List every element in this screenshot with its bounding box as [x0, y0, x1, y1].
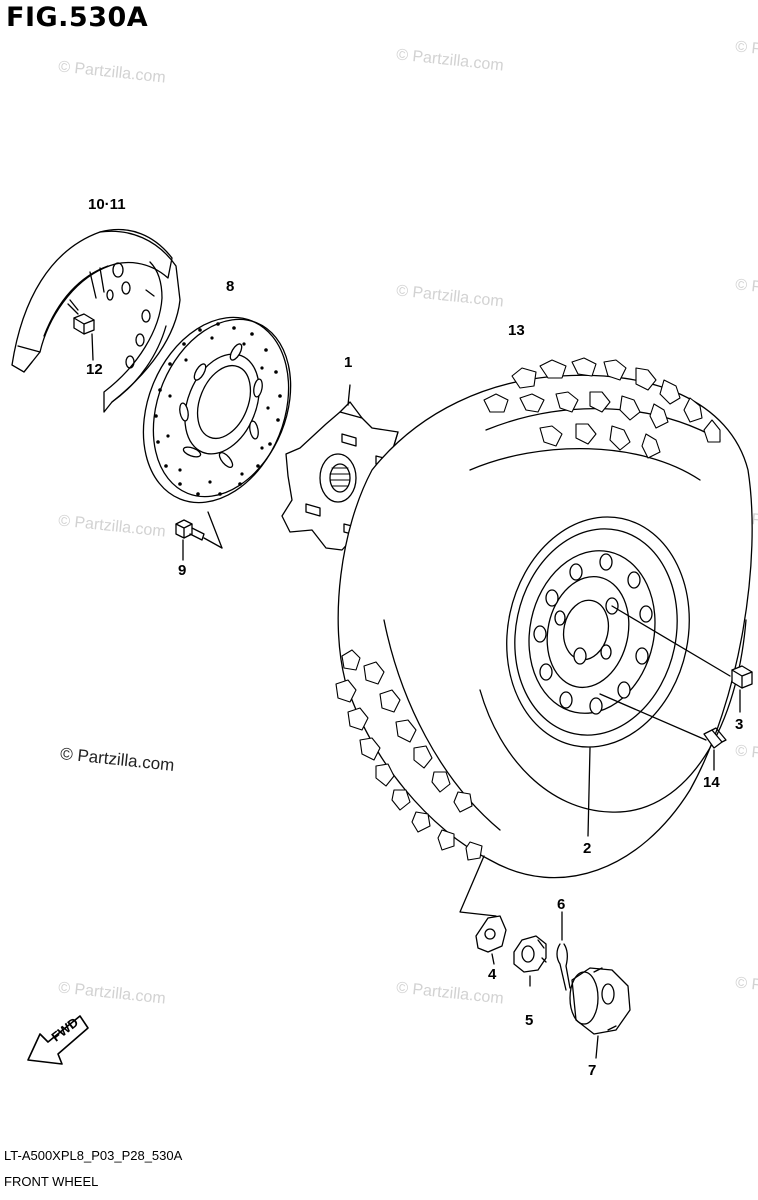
- callout-9: 9: [178, 562, 187, 579]
- callout-6: 6: [557, 896, 566, 913]
- guard-bolt-12: [67, 299, 95, 361]
- figure-caption: FRONT WHEEL: [4, 1174, 99, 1189]
- castle-nut-5: [513, 935, 547, 987]
- disc-bolt-9: [175, 519, 223, 561]
- callout-13: 13: [508, 322, 525, 339]
- valve-14: [703, 727, 727, 771]
- callout-4: 4: [488, 966, 497, 983]
- callout-7: 7: [588, 1062, 597, 1079]
- callout-5: 5: [525, 1012, 534, 1029]
- figure-title: FIG.530A: [6, 2, 149, 33]
- callout-2: 2: [583, 840, 592, 857]
- brake-disc: [142, 316, 292, 549]
- wheel-rim: [506, 516, 690, 837]
- callout-3: 3: [735, 716, 744, 733]
- callout-14: 14: [703, 774, 720, 791]
- fwd-arrow: [27, 1015, 89, 1065]
- wheel-nut-3: [731, 665, 753, 713]
- washer-4: [459, 855, 507, 965]
- leader-valve: [599, 693, 707, 741]
- drawing-code: LT-A500XPL8_P03_P28_530A: [4, 1148, 183, 1163]
- leader-nut: [611, 605, 731, 677]
- hub-cap-7: [569, 967, 631, 1059]
- callout-12: 12: [86, 361, 103, 378]
- cotter-pin-6: [556, 911, 571, 991]
- callout-8: 8: [226, 278, 235, 295]
- callout-1: 1: [344, 354, 353, 371]
- brake-disc-guard: [11, 228, 181, 413]
- callout-10-11: 10·11: [88, 196, 126, 213]
